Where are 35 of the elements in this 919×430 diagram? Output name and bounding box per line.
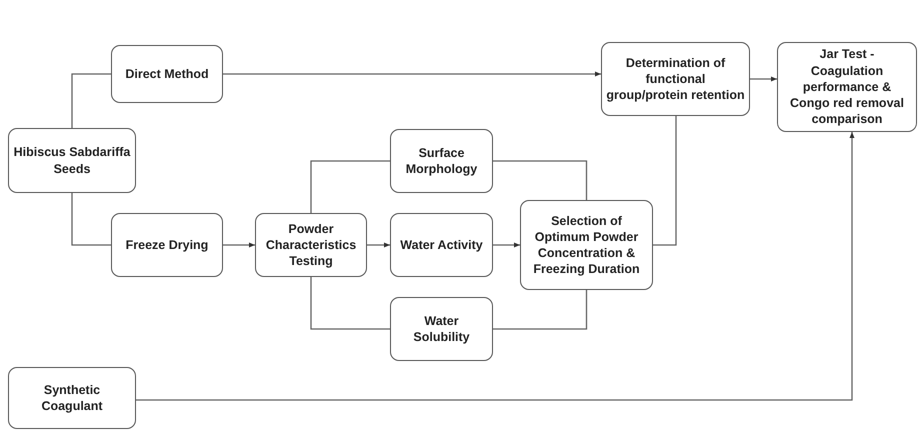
connector-line	[71, 73, 111, 128]
box-label: Hibiscus Sabdariffa Seeds	[13, 144, 131, 177]
box-label: Determination of functional group/protein retention	[606, 54, 745, 104]
arrow	[367, 242, 390, 248]
process-box	[255, 213, 367, 277]
process-box	[111, 213, 223, 277]
box-label: Freeze Drying	[126, 236, 208, 254]
box-label: Water Solubility	[412, 312, 471, 346]
arrow	[223, 72, 601, 76]
box-label: Jar Test - Coagulation performance & Congo red removal comparison	[789, 46, 905, 128]
process-box	[8, 128, 136, 193]
connector-line	[493, 160, 588, 200]
box-label: Direct Method	[125, 66, 209, 82]
box-label: Synthetic Coagulant	[40, 382, 104, 414]
process-box	[777, 42, 917, 132]
process-box	[111, 45, 223, 103]
box-label: Selection of Optimum Powder Concentration & Freezing Duration	[532, 212, 641, 278]
arrow	[493, 242, 520, 248]
arrow	[750, 76, 777, 82]
connector-line	[310, 160, 390, 213]
process-box	[390, 213, 493, 277]
process-box	[601, 42, 750, 116]
box-label: Powder Characteristics Testing	[264, 220, 358, 270]
connector-line	[653, 116, 677, 246]
process-box	[520, 200, 653, 290]
arrow	[223, 242, 255, 248]
connector-line	[310, 277, 390, 330]
box-label: Water Activity	[400, 236, 483, 254]
connector-line	[493, 290, 588, 330]
arrow	[136, 132, 854, 401]
box-label: Surface Morphology	[404, 144, 478, 178]
process-box	[8, 367, 136, 429]
connector-line	[71, 193, 111, 246]
process-box	[390, 297, 493, 361]
process-box	[390, 129, 493, 193]
